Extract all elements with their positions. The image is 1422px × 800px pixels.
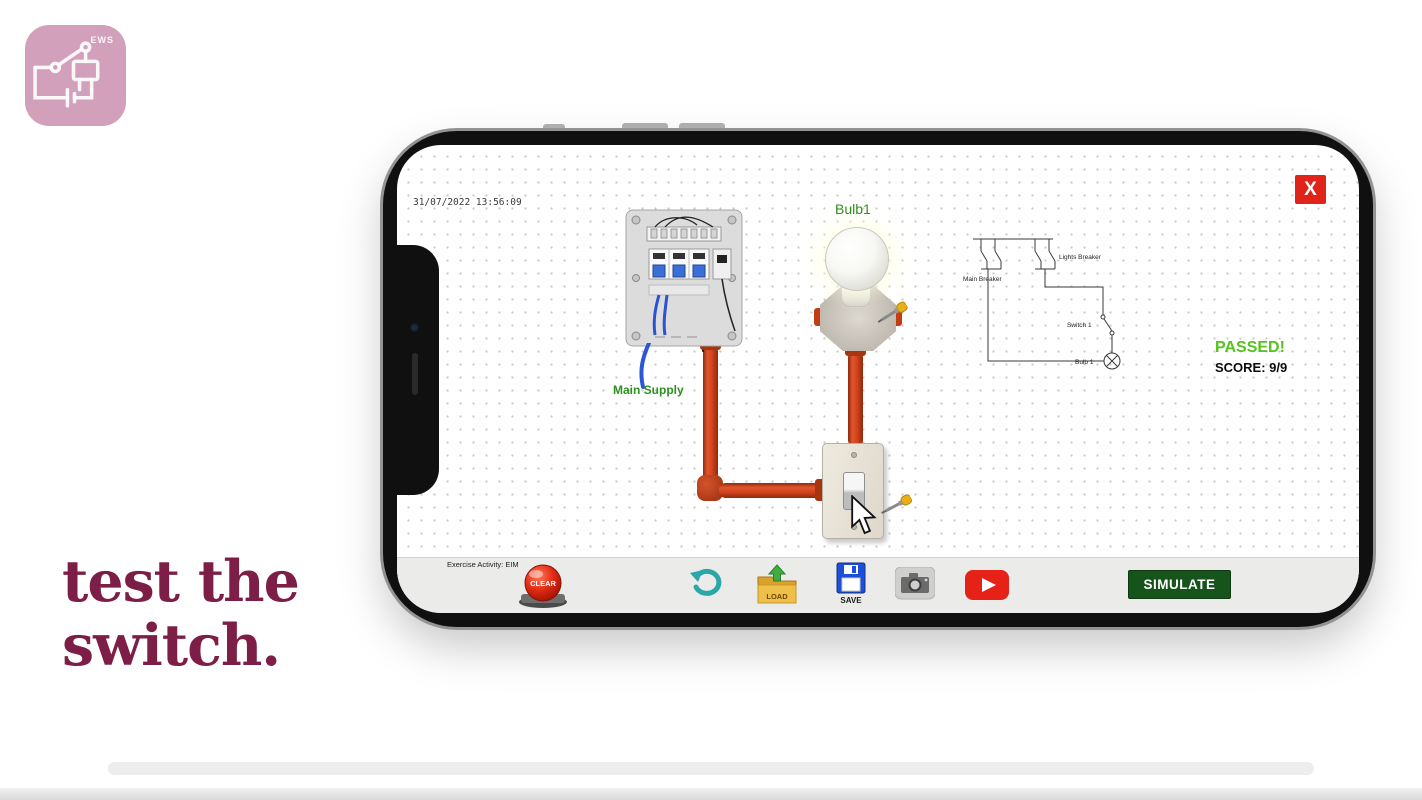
ews-app-icon: EWS: [25, 25, 126, 126]
close-button[interactable]: X: [1295, 175, 1326, 204]
circuit-schematic: Main Breaker Lights Breaker Switch 1 Bul…: [963, 238, 1121, 370]
phone-frame: 31/07/2022 13:56:09: [383, 131, 1373, 627]
main-supply-label: Main Supply: [613, 383, 684, 397]
breaker-panel[interactable]: [625, 209, 743, 347]
switch-screw-top: [851, 452, 857, 458]
youtube-button[interactable]: [965, 570, 1009, 600]
result-score: SCORE: 9/9: [1215, 360, 1288, 375]
conduit-coupling-bulb: [845, 347, 866, 356]
clear-button[interactable]: CLEAR: [515, 561, 571, 609]
timestamp: 31/07/2022 13:56:09: [413, 197, 522, 208]
camera-button[interactable]: [895, 567, 935, 601]
junction-box-entry-right: [893, 308, 902, 326]
clear-button-label: CLEAR: [530, 579, 556, 588]
light-switch[interactable]: [822, 443, 884, 539]
save-button-label: SAVE: [840, 596, 862, 605]
toolbar: Exercise Activity: EIM CL: [397, 557, 1359, 613]
camera-icon: [895, 567, 935, 600]
phone-volume-down-button: [679, 123, 725, 133]
result-status: PASSED!: [1215, 339, 1285, 356]
phone-notch: [397, 245, 439, 495]
earpiece-speaker: [412, 353, 418, 395]
simulate-button[interactable]: SIMULATE: [1128, 570, 1231, 599]
front-camera: [410, 323, 419, 332]
caption-line-2: switch.: [62, 612, 281, 679]
video-progress-track: [108, 762, 1314, 775]
schematic-switch-label: Switch 1: [1067, 322, 1092, 329]
conduit-horizontal: [719, 483, 823, 498]
conduit-bulb-vertical: [848, 351, 863, 447]
load-button-label: LOAD: [766, 592, 788, 601]
schematic-lights-breaker-label: Lights Breaker: [1059, 254, 1102, 261]
undo-icon: [690, 568, 722, 596]
phone-power-button: [543, 124, 565, 133]
conduit-coupling-switch: [815, 479, 825, 501]
simulator-canvas: 31/07/2022 13:56:09: [397, 145, 1359, 557]
conduit-elbow: [697, 475, 723, 501]
mouse-cursor: [851, 495, 877, 535]
junction-box-entry-left: [814, 308, 823, 326]
circuit-logo-icon: [33, 41, 100, 108]
main-supply-wire: [639, 343, 651, 389]
save-button[interactable]: SAVE: [835, 561, 867, 607]
bottom-bar: [0, 788, 1422, 800]
phone-screen: 31/07/2022 13:56:09: [397, 145, 1359, 613]
app-icon-label: EWS: [90, 35, 114, 45]
conduit-panel-vertical: [703, 345, 718, 481]
youtube-icon: [965, 570, 1009, 600]
undo-button[interactable]: [689, 567, 723, 599]
video-caption: test the switch.: [62, 548, 300, 679]
screwdriver-icon[interactable]: [878, 492, 915, 520]
schematic-bulb-label: Bulb 1: [1075, 359, 1094, 366]
load-button[interactable]: LOAD: [754, 563, 800, 607]
screwdriver-icon[interactable]: [874, 299, 910, 329]
bulb-label: Bulb1: [835, 201, 871, 217]
phone-volume-up-button: [622, 123, 668, 133]
exercise-activity-label: Exercise Activity: EIM: [447, 560, 519, 569]
schematic-main-breaker-label: Main Breaker: [963, 276, 1002, 283]
caption-line-1: test the: [62, 548, 300, 615]
light-bulb[interactable]: [825, 227, 889, 291]
breaker-panel-graphic: [625, 209, 743, 347]
